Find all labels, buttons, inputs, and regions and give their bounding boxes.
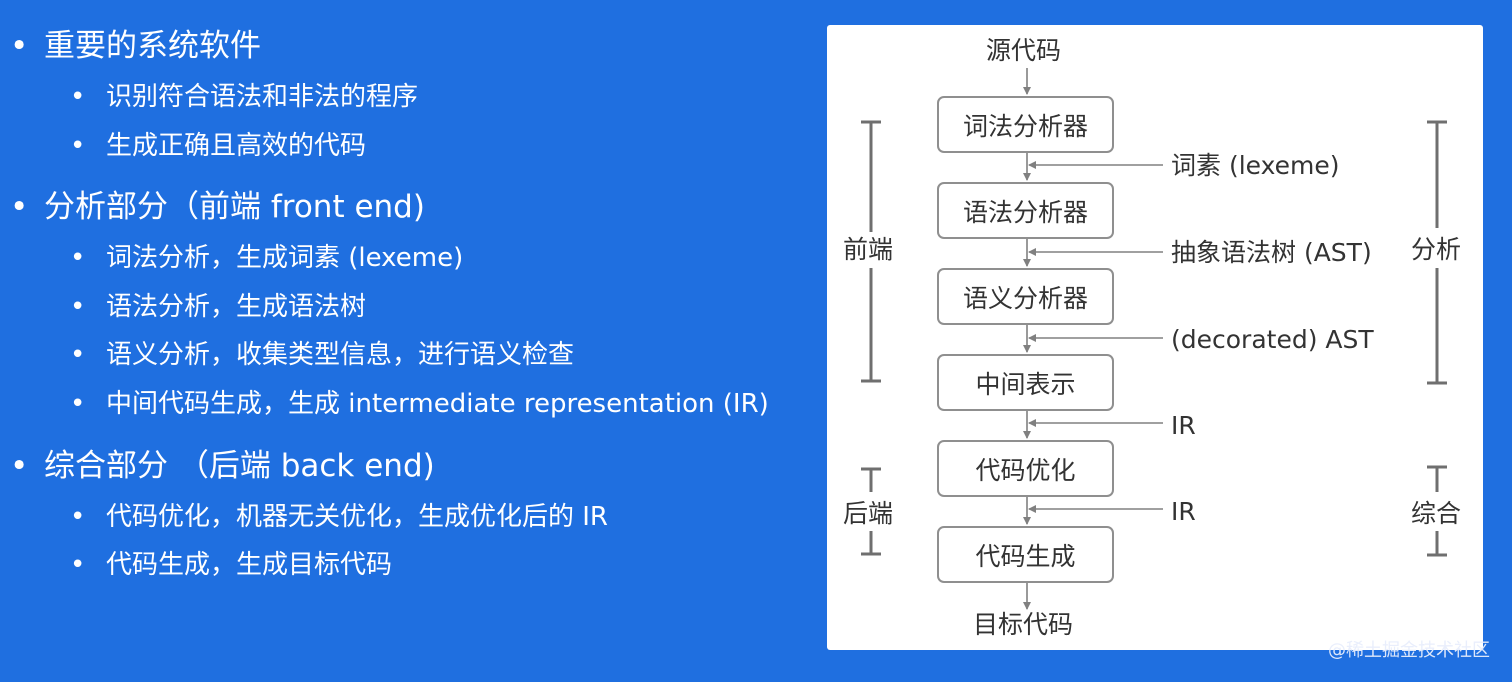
list-item: 代码优化，机器无关优化，生成优化后的 IR [70, 501, 608, 533]
section-back-end: 综合部分 （后端 back end) [10, 448, 435, 484]
list-item-text: 代码优化，机器无关优化，生成优化后的 IR [106, 502, 608, 532]
bullet-dot [10, 189, 44, 225]
semantic-analyzer-box: 语义分析器 [937, 268, 1114, 325]
ast-label: 抽象语法树 (AST) [1171, 238, 1372, 267]
bullet-dot [10, 28, 44, 64]
code-optimization-box: 代码优化 [937, 440, 1114, 497]
code-generation-box: 代码生成 [937, 526, 1114, 583]
list-item: 词法分析，生成词素 (lexeme) [70, 242, 463, 274]
lexeme-label: 词素 (lexeme) [1171, 151, 1340, 180]
section-title: 分析部分（前端 front end) [44, 189, 425, 225]
parser-box: 语法分析器 [937, 182, 1114, 239]
intermediate-representation-box: 中间表示 [937, 354, 1114, 411]
bullet-dot [70, 242, 106, 274]
list-item-text: 识别符合语法和非法的程序 [106, 82, 419, 112]
analysis-label: 分析 [1411, 235, 1462, 264]
list-item-text: 代码生成，生成目标代码 [106, 550, 393, 580]
lexer-box: 词法分析器 [937, 96, 1114, 153]
decorated-ast-label: (decorated) AST [1171, 325, 1374, 354]
list-item: 生成正确且高效的代码 [70, 130, 366, 162]
watermark: @稀土掘金技术社区 [1328, 640, 1490, 661]
list-item-text: 语义分析，收集类型信息，进行语义检查 [106, 340, 575, 370]
bullet-dot [70, 291, 106, 323]
compiler-pipeline-diagram: 源代码 词法分析器 语法分析器 语义分析器 中间表示 代码优化 代码生成 目标代… [827, 25, 1483, 650]
list-item-text: 中间代码生成，生成 intermediate representation (I… [106, 389, 769, 419]
list-item: 识别符合语法和非法的程序 [70, 81, 418, 113]
bullet-dot [70, 339, 106, 371]
list-item: 中间代码生成，生成 intermediate representation (I… [70, 388, 769, 420]
bullet-dot [70, 501, 106, 533]
bullet-dot [70, 549, 106, 581]
section-title: 重要的系统软件 [44, 28, 261, 64]
list-item: 代码生成，生成目标代码 [70, 549, 392, 581]
back-end-label: 后端 [843, 499, 894, 528]
ir-label-2: IR [1171, 497, 1196, 526]
section-system-software: 重要的系统软件 [10, 28, 261, 64]
source-code-label: 源代码 [986, 36, 1062, 65]
bullet-dot [10, 448, 44, 484]
list-item: 语义分析，收集类型信息，进行语义检查 [70, 339, 574, 371]
target-code-label: 目标代码 [973, 610, 1074, 639]
list-item-text: 词法分析，生成词素 (lexeme) [106, 243, 464, 273]
diagram-connectors [861, 68, 1447, 610]
synthesis-label: 综合 [1411, 499, 1462, 528]
bullet-dot [70, 130, 106, 162]
ir-label-1: IR [1171, 411, 1196, 440]
bullet-dot [70, 388, 106, 420]
section-title: 综合部分 （后端 back end) [44, 448, 435, 484]
list-item-text: 语法分析，生成语法树 [106, 292, 367, 322]
front-end-label: 前端 [843, 235, 894, 264]
section-front-end: 分析部分（前端 front end) [10, 189, 425, 225]
list-item-text: 生成正确且高效的代码 [106, 131, 367, 161]
list-item: 语法分析，生成语法树 [70, 291, 366, 323]
bullet-dot [70, 81, 106, 113]
